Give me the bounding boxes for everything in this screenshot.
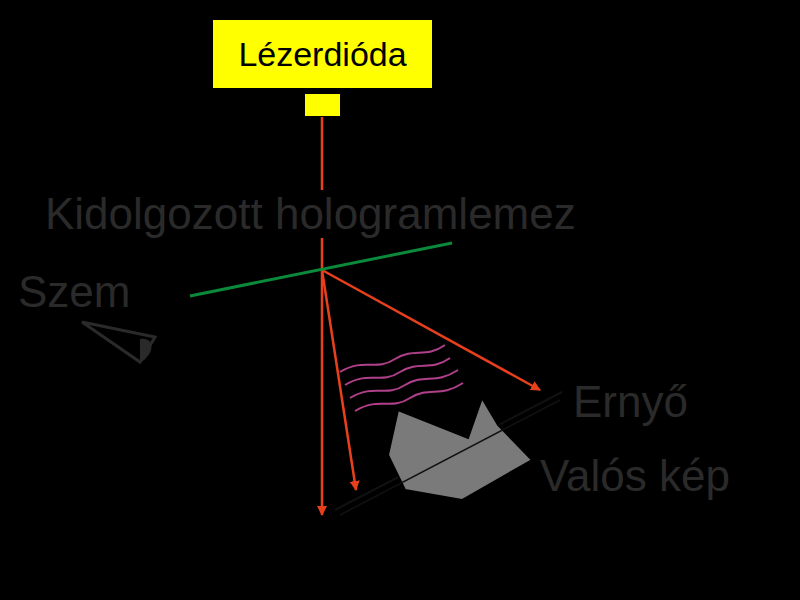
diagram-label: Kidolgozott hologramlemez: [43, 190, 578, 238]
eye-symbol: [82, 322, 155, 362]
screen-line: [335, 392, 562, 510]
laser-diode-box: Lézerdióda: [211, 18, 434, 90]
hologram-plate: [190, 243, 452, 296]
laser-beam: [321, 117, 324, 515]
node-label: Lézerdióda: [238, 35, 406, 74]
diode-emitter: [304, 93, 341, 117]
real-image-shape: [388, 398, 532, 500]
diagram-label: Szem: [16, 268, 132, 316]
screen-line-front: [340, 400, 560, 515]
diagram-label: Valós kép: [538, 452, 732, 500]
diffracted-beam: [322, 270, 356, 490]
diffracted-beam: [322, 270, 540, 390]
wavefronts: [340, 345, 463, 411]
diagram-label: Ernyő: [571, 378, 690, 426]
